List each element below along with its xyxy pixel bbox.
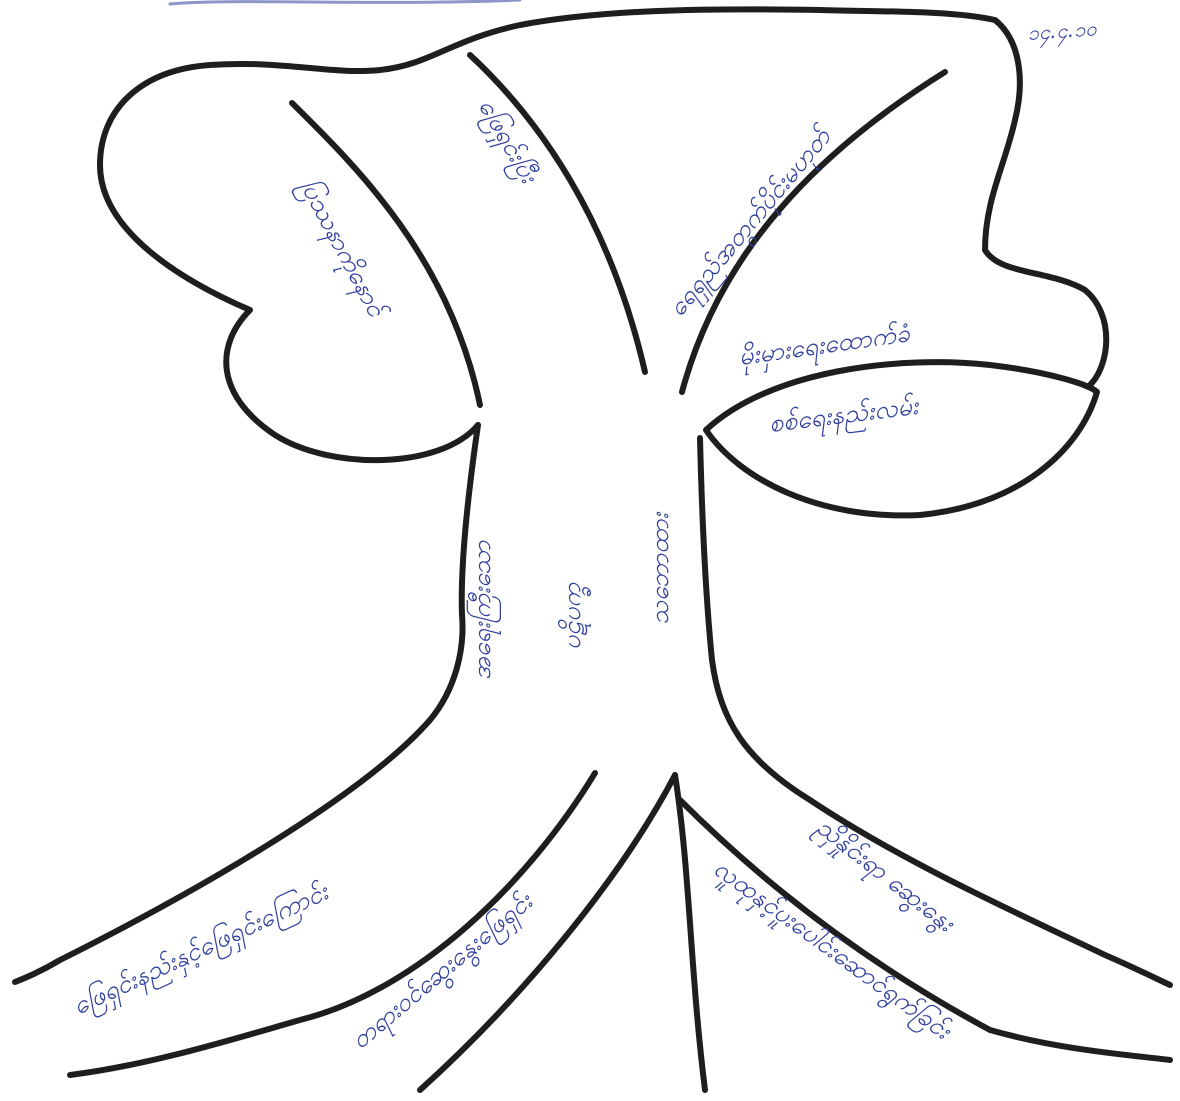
label-trunk-left: အရေးကြီးသော <box>466 540 501 680</box>
label-trunk-right: သဘောထား <box>645 511 674 625</box>
